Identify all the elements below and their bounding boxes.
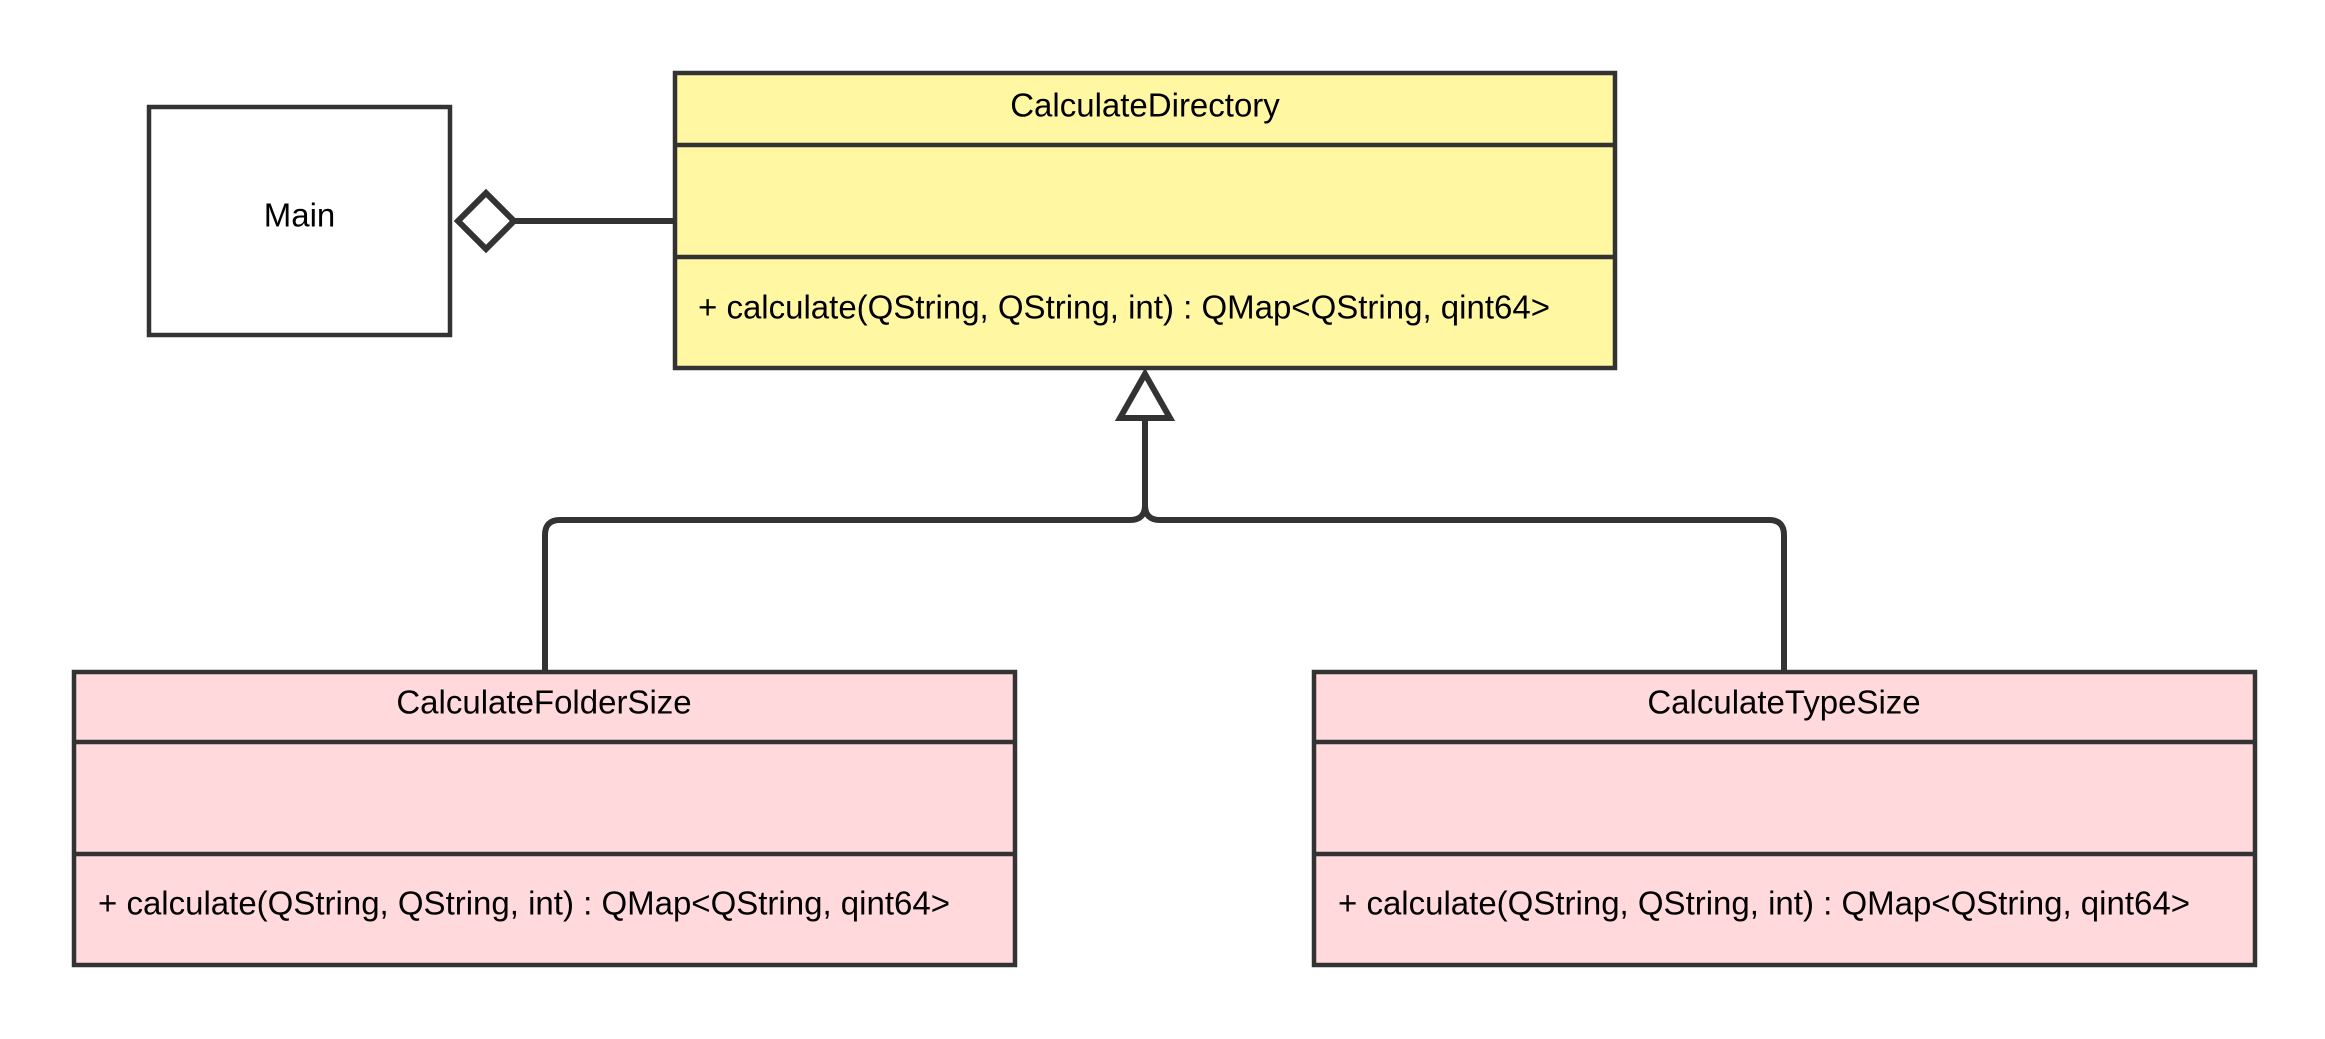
main-box-label: Main <box>264 197 336 234</box>
class-calculate-folder-size[interactable]: CalculateFolderSize + calculate(QString,… <box>71 669 1018 968</box>
main-box[interactable]: Main <box>146 104 453 338</box>
class-calculate-folder-size-name: CalculateFolderSize <box>396 684 691 721</box>
class-calculate-type-size[interactable]: CalculateTypeSize + calculate(QString, Q… <box>1311 669 2258 968</box>
inheritance-branch-left <box>542 418 1148 672</box>
class-calculate-directory-method: + calculate(QString, QString, int) : QMa… <box>698 289 1550 326</box>
aggregation-connector[interactable] <box>453 188 675 254</box>
inheritance-triangle-icon <box>1114 367 1176 421</box>
inheritance-branch-right <box>1142 418 1787 672</box>
class-calculate-type-size-frame <box>1311 669 2258 968</box>
class-calculate-directory[interactable]: CalculateDirectory + calculate(QString, … <box>672 70 1618 371</box>
main-box-frame <box>146 104 453 338</box>
class-calculate-folder-size-frame <box>71 669 1018 968</box>
class-calculate-folder-size-method: + calculate(QString, QString, int) : QMa… <box>98 885 950 922</box>
inheritance-connector[interactable] <box>542 367 1787 672</box>
class-calculate-directory-name: CalculateDirectory <box>1010 87 1280 124</box>
class-calculate-directory-frame <box>672 70 1618 371</box>
class-calculate-type-size-name: CalculateTypeSize <box>1647 684 1920 721</box>
aggregation-diamond-icon <box>453 188 519 254</box>
class-calculate-type-size-method: + calculate(QString, QString, int) : QMa… <box>1338 885 2190 922</box>
